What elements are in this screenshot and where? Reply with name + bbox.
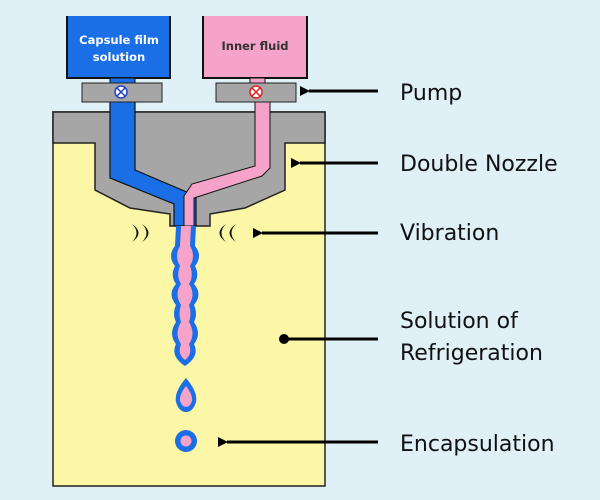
capsule — [175, 430, 197, 452]
falling-droplet — [175, 378, 197, 412]
pump-right — [215, 82, 297, 103]
capsule-film-label-line1: Capsule film — [79, 33, 159, 47]
solution-label-line1: Solution of — [400, 309, 519, 334]
valve-x-icon — [114, 85, 128, 99]
capsule-film-label-line2: solution — [93, 50, 145, 64]
capsule-film-tank: Capsule film solution — [66, 16, 171, 87]
vibration-label: Vibration — [400, 221, 499, 246]
droplet-stream — [171, 226, 199, 366]
inner-fluid-tank: Inner fluid — [202, 16, 308, 87]
pump-label: Pump — [400, 81, 462, 106]
encapsulation-label: Encapsulation — [400, 432, 555, 457]
crescent-wave-icon — [219, 224, 236, 242]
inner-fluid-label: Inner fluid — [221, 39, 288, 53]
double-nozzle-label: Double Nozzle — [400, 152, 558, 177]
solution-label-line2: Refrigeration — [400, 341, 543, 366]
pump-left — [81, 82, 163, 103]
crescent-wave-icon — [132, 224, 149, 242]
valve-x-icon — [249, 85, 263, 99]
solution-pointer — [279, 334, 378, 344]
